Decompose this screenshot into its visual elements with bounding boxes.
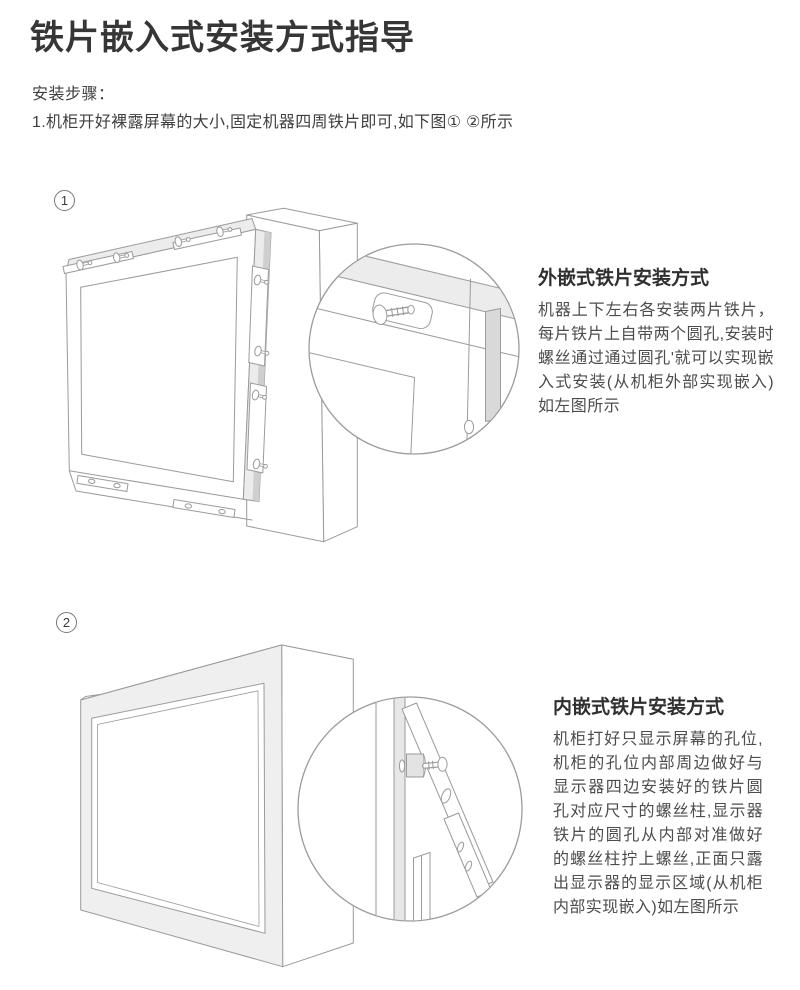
figure-1-description: 机器上下左右各安装两片铁片，每片铁片上自带两个圆孔,安装时螺丝通过通过圆孔'就可… (538, 302, 774, 415)
figure-2-caption: 内嵌式铁片安装方式 机柜打好只显示屏幕的孔位,机柜的孔位内部周边做好与显示器四边… (553, 695, 763, 920)
monitor-with-brackets (62, 218, 272, 521)
side-screw-pins (251, 274, 270, 470)
magnifier-standoff-detail (297, 696, 523, 922)
figure-1-number-badge: 1 (54, 190, 75, 211)
magnifier-screw-detail (308, 243, 520, 455)
figure-2-number-badge: 2 (56, 612, 77, 633)
step-1-text: 1.机柜开好裸露屏幕的大小,固定机器四周铁片即可,如下图① ②所示 (32, 114, 514, 131)
figure-2-illustration-flush-mount (80, 644, 523, 968)
top-screw-pins (76, 226, 233, 271)
figure-1-caption: 外嵌式铁片安装方式 机器上下左右各安装两片铁片，每片铁片上自带两个圆孔,安装时螺… (538, 266, 774, 419)
figure-2-description: 机柜打好只显示屏幕的孔位,机柜的孔位内部周边做好与显示器四边安装好的铁片圆孔对应… (553, 731, 763, 916)
page-title: 铁片嵌入式安装方式指导 (30, 19, 415, 57)
figure-1-heading: 外嵌式铁片安装方式 (538, 268, 710, 289)
steps-label: 安装步骤： (32, 86, 115, 103)
figure-2-heading: 内嵌式铁片安装方式 (553, 697, 725, 718)
figure-1-illustration-external-mount (62, 207, 520, 543)
